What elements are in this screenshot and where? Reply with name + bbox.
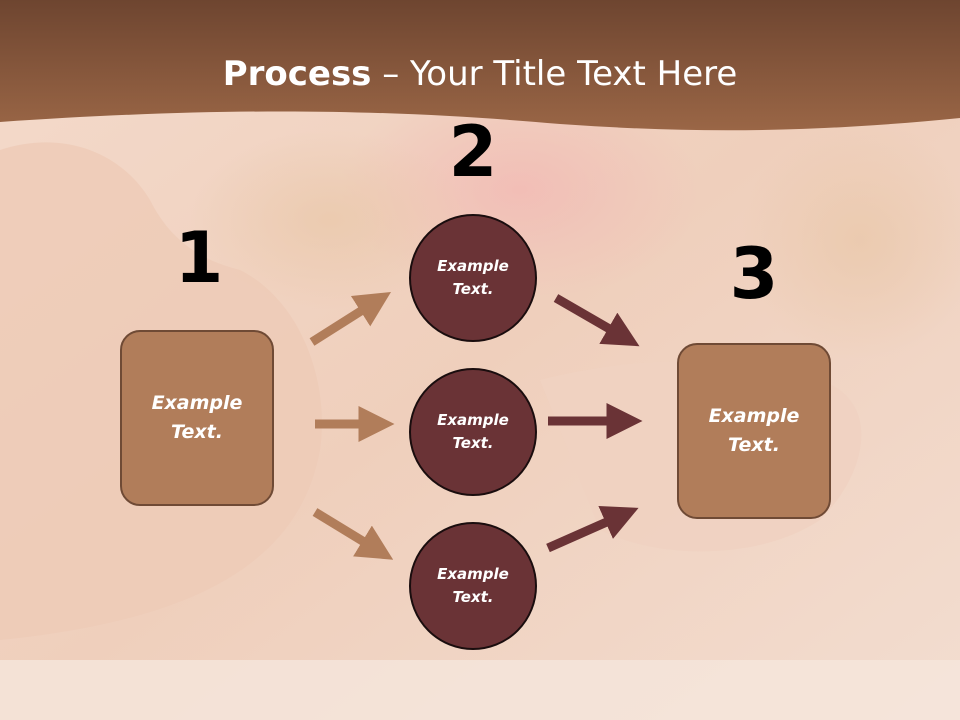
title-banner <box>0 0 960 131</box>
step-2-text-middle: Example Text. <box>437 411 509 452</box>
arrow-2a-to-3 <box>553 294 640 347</box>
step-1-box: Example Text. <box>120 330 274 506</box>
title-bold: Process <box>222 54 372 94</box>
page-title: Process – Your Title Text Here <box>0 52 960 96</box>
arrow-2c-to-3 <box>546 506 639 553</box>
step-3-box: Example Text. <box>677 343 831 519</box>
step-2-circle-middle: Example Text. <box>409 368 537 496</box>
arrow-1-to-2a <box>309 291 392 346</box>
step-2-circle-bottom: Example Text. <box>409 522 537 650</box>
title-rest: – Your Title Text Here <box>371 54 738 94</box>
step-2-text-bottom: Example Text. <box>437 565 509 606</box>
step-2-text-top: Example Text. <box>437 257 509 298</box>
arrow-1-to-2c <box>312 508 394 560</box>
step-1-text: Example Text. <box>151 392 243 443</box>
step-3-text: Example Text. <box>708 405 800 456</box>
step-number-1: 1 <box>174 217 224 299</box>
step-number-2: 2 <box>448 111 498 193</box>
step-number-3: 3 <box>729 233 779 315</box>
step-2-circle-top: Example Text. <box>409 214 537 342</box>
